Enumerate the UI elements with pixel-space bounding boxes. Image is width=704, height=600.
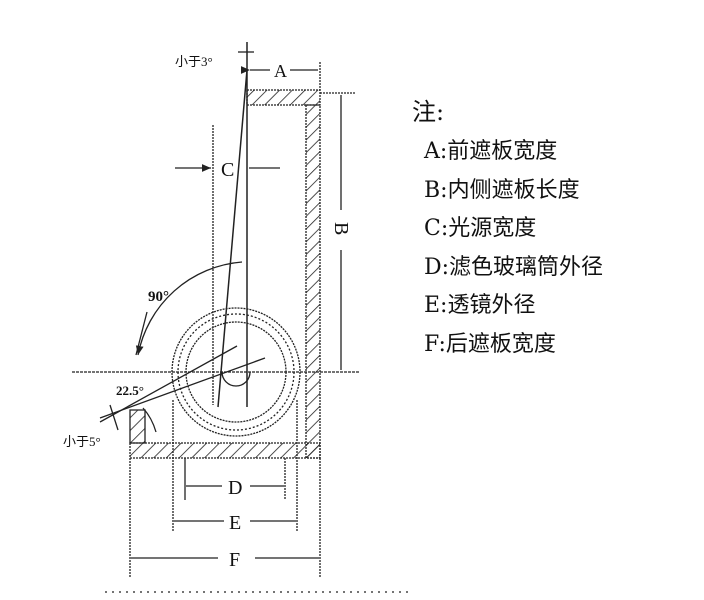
inner-side-shield (305, 104, 321, 459)
dim-label-b: B (330, 222, 352, 235)
legend-item-c: C:光源宽度 (424, 216, 537, 241)
angle-label-90: 90° (148, 289, 169, 305)
legend: 注: A:前遮板宽度 B:内侧遮板长度 C:光源宽度 D:滤色玻璃筒外径 E:透… (412, 92, 603, 364)
legend-item-e: E:透镜外径 (424, 293, 536, 318)
dim-label-d: D (228, 477, 242, 499)
angle-label-bottom-left: 小于5° (63, 434, 101, 449)
dim-label-c: C (221, 159, 234, 181)
legend-item-f: F:后遮板宽度 (424, 331, 556, 357)
dim-label-a: A (274, 61, 287, 81)
legend-title: 注: (412, 98, 445, 126)
legend-item-a: A:前遮板宽度 (424, 139, 558, 164)
angle-label-22-5: 22.5° (116, 383, 144, 398)
legend-item-d: D:滤色玻璃筒外径 (424, 254, 604, 280)
angle-label-top: 小于3° (175, 54, 213, 69)
rear-shield-lip (129, 409, 146, 444)
legend-item-b: B:内侧遮板长度 (424, 177, 580, 203)
dim-label-e: E (229, 512, 241, 534)
front-shield-plate (246, 89, 321, 106)
rear-shield-plate (129, 442, 321, 459)
dim-label-f: F (229, 549, 240, 571)
